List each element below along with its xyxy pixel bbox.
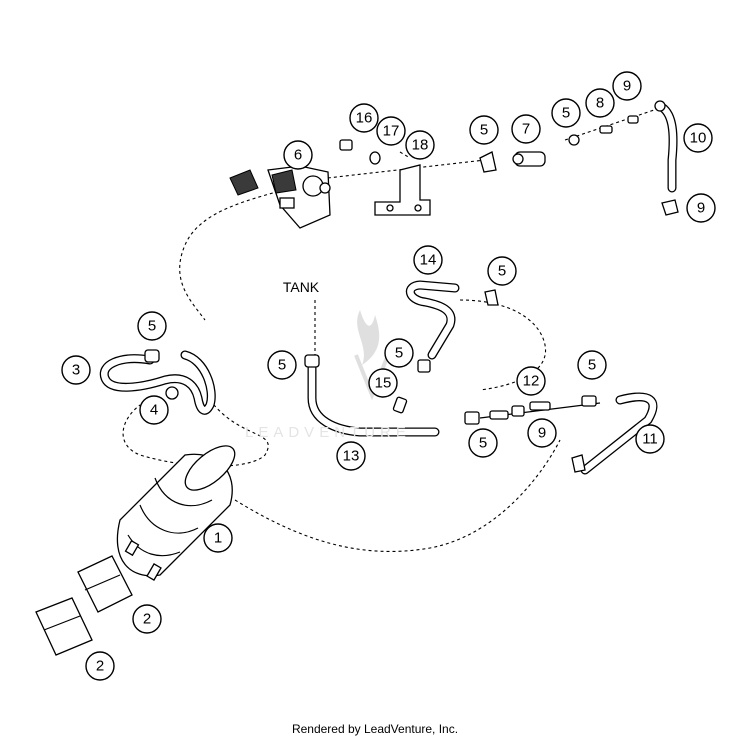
svg-text:5: 5: [278, 357, 286, 374]
washer: [369, 151, 381, 165]
svg-text:18: 18: [412, 137, 429, 154]
fitting-15: [392, 359, 431, 414]
hose-11: [571, 392, 658, 475]
svg-text:9: 9: [697, 200, 705, 217]
callout-13: 13: [336, 441, 366, 471]
svg-text:11: 11: [642, 431, 658, 448]
callout-9-top: 9: [612, 71, 642, 101]
callout-5-hose3: 5: [137, 311, 167, 341]
svg-text:14: 14: [420, 252, 437, 269]
hose-7: [512, 151, 546, 167]
callout-3: 3: [61, 355, 91, 385]
purge-valve: [229, 165, 331, 229]
hose-clip-top-1: [479, 151, 497, 173]
callout-5-fitting: 5: [384, 338, 414, 368]
callout-18: 18: [405, 130, 435, 160]
hose-10: [654, 100, 678, 193]
callout-8: 8: [585, 88, 615, 118]
callout-17: 17: [376, 116, 406, 146]
svg-text:9: 9: [623, 78, 631, 95]
svg-text:5: 5: [498, 263, 506, 280]
callout-5-hose14: 5: [487, 256, 517, 286]
svg-text:15: 15: [375, 375, 392, 392]
callout-4: 4: [139, 395, 169, 425]
svg-text:17: 17: [383, 123, 400, 140]
mounting-strap-lower: [35, 597, 93, 656]
hose-3: [99, 349, 216, 415]
svg-text:5: 5: [588, 357, 596, 374]
callout-15: 15: [368, 368, 398, 398]
svg-text:13: 13: [343, 448, 360, 465]
clip-9-loose: [661, 199, 679, 216]
svg-text:5: 5: [562, 105, 570, 122]
svg-text:12: 12: [523, 373, 540, 390]
callout-10: 10: [683, 123, 713, 153]
svg-text:5: 5: [479, 435, 487, 452]
svg-text:1: 1: [214, 530, 222, 547]
callout-5-hose13: 5: [468, 428, 498, 458]
callout-9-side: 9: [686, 193, 716, 223]
callout-11: 11: [635, 424, 665, 454]
callout-7: 7: [511, 114, 541, 144]
callout-12: 12: [516, 366, 546, 396]
callout-6: 6: [283, 140, 313, 170]
svg-text:5: 5: [148, 318, 156, 335]
callout-16: 16: [349, 103, 379, 133]
footer-credit: Rendered by LeadVenture, Inc.: [291, 722, 459, 736]
callout-5-top-2: 5: [551, 98, 581, 128]
charcoal-canister: [116, 445, 236, 581]
callout-9-lower: 9: [527, 418, 557, 448]
callout-5-right: 5: [577, 350, 607, 380]
svg-text:10: 10: [690, 130, 707, 147]
bracket: [374, 164, 431, 216]
svg-text:7: 7: [522, 121, 530, 138]
hose-14: [406, 280, 499, 360]
watermark-text: LEADVENTURE: [245, 424, 411, 441]
bolt: [339, 139, 353, 151]
svg-text:8: 8: [596, 95, 604, 112]
callout-1: 1: [203, 523, 233, 553]
connector-12: [464, 395, 601, 425]
callout-2-upper: 2: [132, 604, 162, 634]
callout-2-lower: 2: [85, 651, 115, 681]
callout-5-top-1: 5: [469, 115, 499, 145]
svg-text:4: 4: [150, 402, 158, 419]
fitting-8: [599, 125, 613, 134]
hose-clip-top-2: [568, 134, 580, 146]
hose-13: [304, 354, 440, 437]
svg-text:2: 2: [143, 611, 151, 628]
svg-text:2: 2: [96, 658, 104, 675]
svg-text:16: 16: [356, 110, 373, 127]
svg-text:5: 5: [395, 345, 403, 362]
callout-14: 14: [413, 245, 443, 275]
svg-text:6: 6: [294, 147, 302, 164]
svg-text:9: 9: [538, 425, 546, 442]
mounting-strap-upper: [77, 555, 133, 613]
svg-text:3: 3: [72, 362, 80, 379]
tank-label: TANK: [283, 279, 320, 295]
clip-9-top: [627, 115, 639, 124]
callout-5-tank: 5: [267, 350, 297, 380]
svg-text:5: 5: [480, 122, 488, 139]
